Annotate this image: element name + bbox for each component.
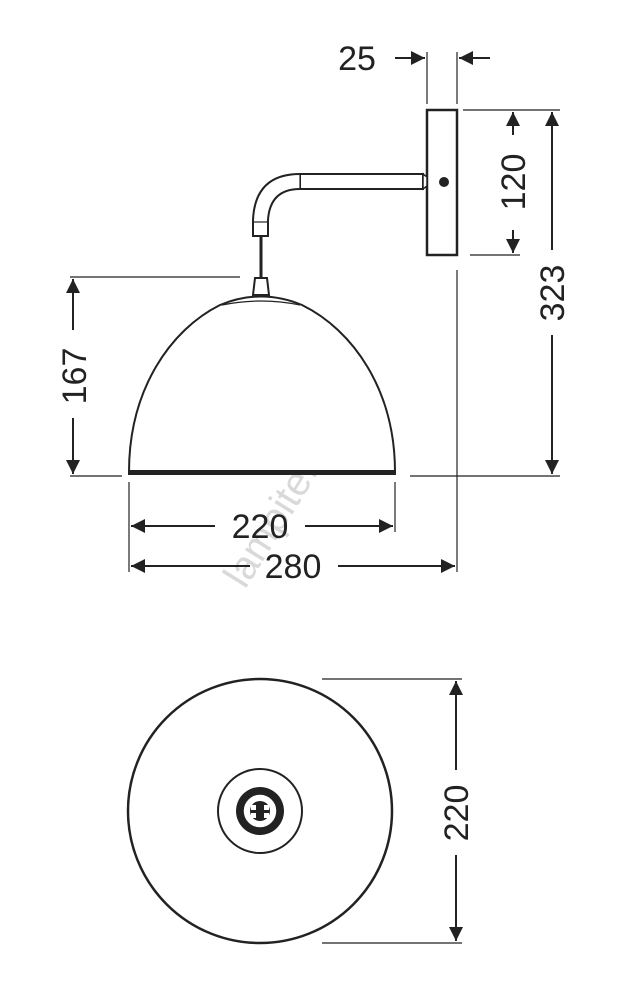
side-view: 25 120 323 167 220 280 <box>56 40 572 586</box>
socket-cap <box>251 277 271 296</box>
mount-screw <box>439 177 449 187</box>
dim-total-height: 323 <box>534 265 572 322</box>
shade-rim <box>128 470 396 475</box>
top-view: 220 <box>126 677 476 945</box>
lamp-shade <box>127 295 397 473</box>
lamp-arm <box>252 172 428 237</box>
dim-top-diameter: 220 <box>438 785 476 842</box>
dim-shade-diameter: 220 <box>232 508 289 546</box>
dim-total-projection: 280 <box>265 548 322 586</box>
dim-shade-height: 167 <box>56 348 94 405</box>
dim-plate-height: 120 <box>495 154 533 211</box>
shade-crown <box>221 300 301 306</box>
dim-bracket-depth: 25 <box>338 40 376 78</box>
